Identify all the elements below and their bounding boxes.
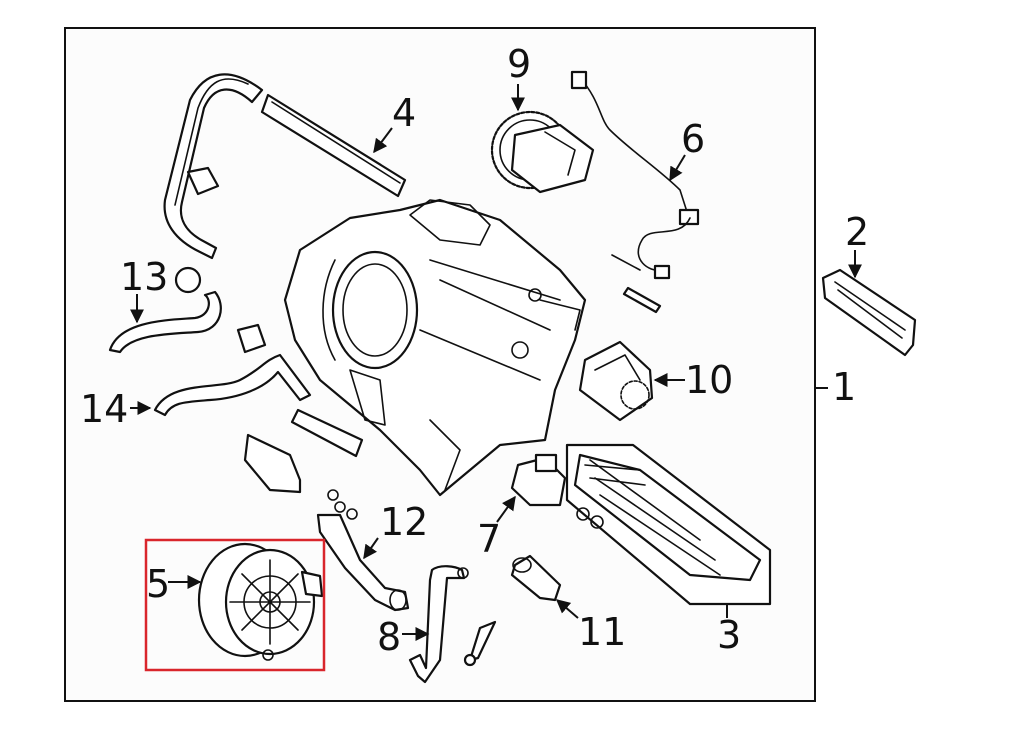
callout-2: 2 — [845, 210, 869, 254]
evaporator-part[interactable] — [565, 443, 772, 606]
callout-7: 7 — [477, 517, 501, 561]
callout-12: 12 — [380, 500, 428, 544]
callout-11: 11 — [578, 610, 626, 654]
bracket-part[interactable] — [821, 268, 917, 357]
callout-6: 6 — [681, 117, 705, 161]
heater-core-part[interactable] — [163, 73, 407, 260]
callout-8: 8 — [377, 615, 401, 659]
callout-9: 9 — [507, 42, 531, 86]
resistor-part[interactable] — [510, 554, 562, 602]
highlight-box — [144, 538, 326, 672]
temp-actuator-part[interactable] — [578, 340, 654, 422]
callout-10: 10 — [685, 358, 733, 402]
callout-1: 1 — [832, 365, 856, 409]
callouts: 1 2 3 4 5 6 7 8 9 10 11 12 13 14 — [80, 42, 869, 659]
blower-motor-part[interactable] — [197, 542, 324, 661]
rod-part[interactable] — [408, 565, 497, 684]
sensor-part[interactable] — [510, 453, 567, 507]
mode-actuator-part[interactable] — [490, 110, 595, 194]
drain-hose-part[interactable] — [108, 266, 222, 354]
callout-4: 4 — [392, 91, 416, 135]
callout-14: 14 — [80, 387, 128, 431]
wire-harness-part[interactable] — [570, 70, 700, 314]
duct-hose-part[interactable] — [153, 323, 364, 520]
leader-lines — [130, 84, 862, 641]
pipe-part[interactable] — [316, 513, 410, 612]
callout-3: 3 — [717, 613, 741, 657]
callout-13: 13 — [120, 255, 168, 299]
hvac-housing[interactable] — [283, 198, 587, 497]
callout-5: 5 — [146, 562, 170, 606]
